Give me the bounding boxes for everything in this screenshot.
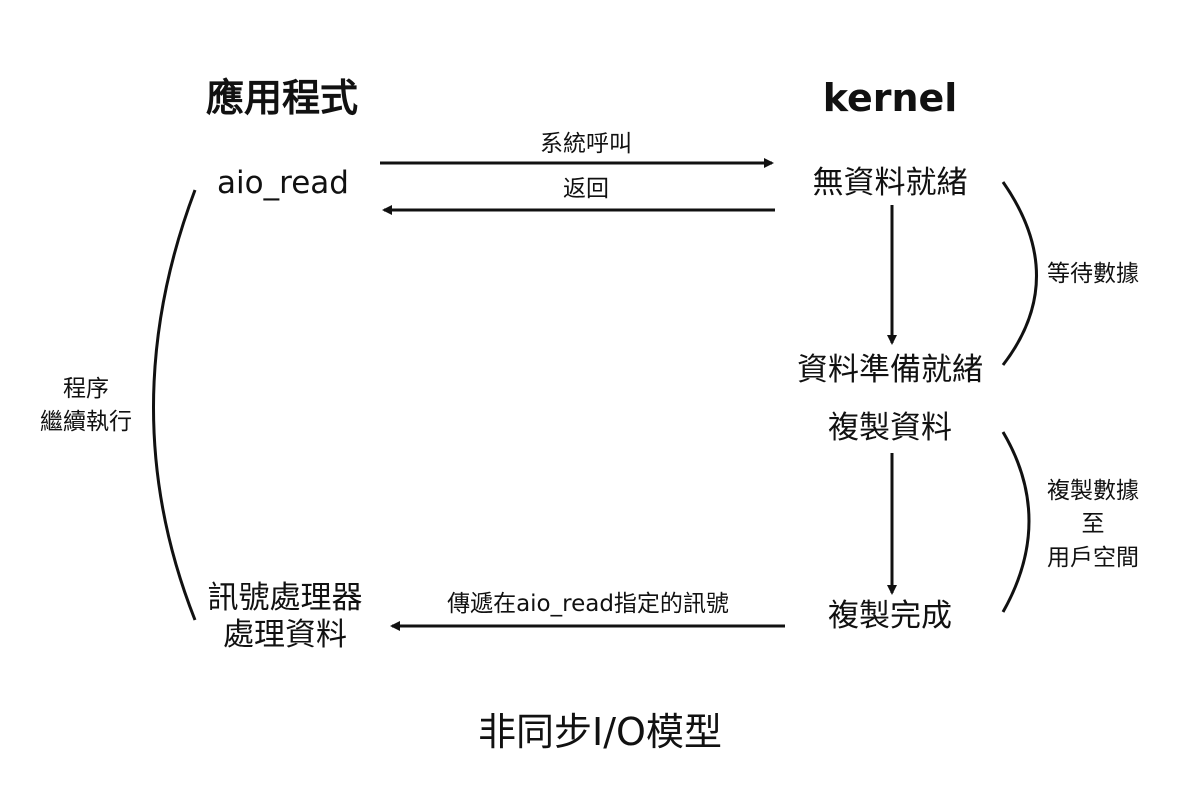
signal-label: 傳遞在aio_read指定的訊號 <box>447 591 729 617</box>
data-ready-label: 資料準備就緒 <box>797 352 983 388</box>
copy-phase-label: 複製數據 至 用戶空間 <box>1047 478 1139 571</box>
copy-phase-bracket <box>1001 431 1031 613</box>
wait-phase-bracket <box>1001 181 1038 366</box>
diagram-title: 非同步I/O模型 <box>478 710 722 754</box>
kernel-header: kernel <box>822 76 958 120</box>
syscall-label: 系統呼叫 <box>540 131 632 157</box>
aio-read-call: aio_read <box>217 165 349 201</box>
return-label: 返回 <box>563 176 609 202</box>
signal-handler-label: 訊號處理器 處理資料 <box>207 580 363 654</box>
app-continue-bracket <box>152 189 197 621</box>
wait-phase-label: 等待數據 <box>1047 261 1139 287</box>
no-data-ready-label: 無資料就緒 <box>812 165 968 201</box>
application-header: 應用程式 <box>205 76 359 120</box>
copy-data-label: 複製資料 <box>828 410 952 446</box>
continue-execution-label: 程序 繼續執行 <box>40 376 132 436</box>
copy-complete-label: 複製完成 <box>828 598 952 634</box>
